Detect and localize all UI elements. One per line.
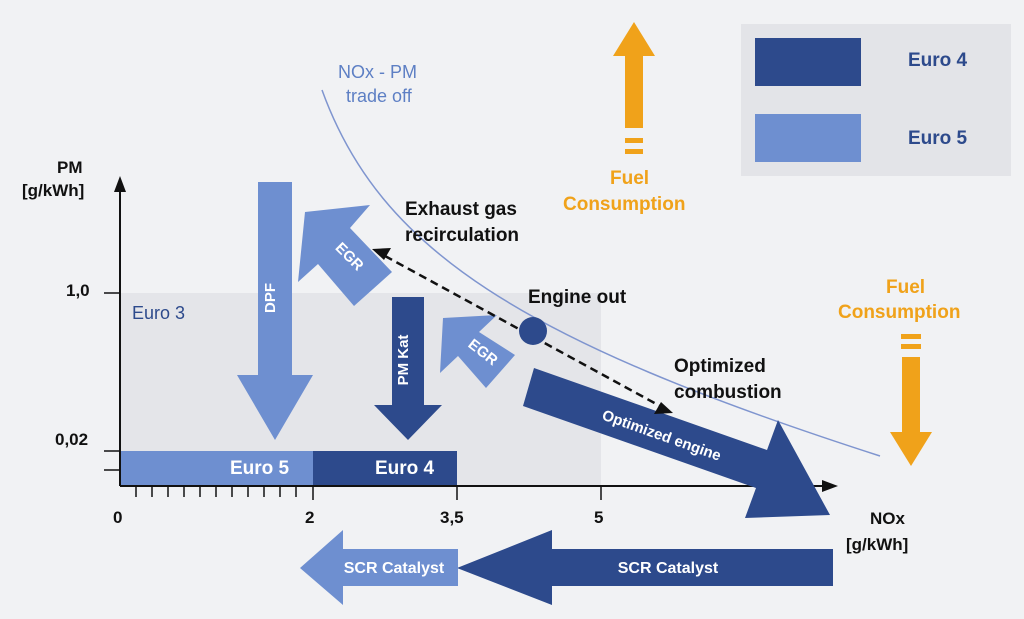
y-tick-label-1-0: 1,0	[66, 281, 90, 300]
euro5-bar-label: Euro 5	[230, 458, 290, 479]
axes	[119, 188, 826, 487]
tradeoff-label-line1: NOx - PM	[338, 62, 417, 82]
dpf-arrow-label: DPF	[262, 283, 279, 313]
x-tick-label-2: 2	[305, 508, 315, 527]
dpf-arrow	[237, 182, 313, 440]
fuel-right-label-line2: Consumption	[838, 302, 961, 323]
fuel-right-label-line1: Fuel	[886, 277, 926, 298]
optimized-engine-arrow	[523, 368, 830, 518]
y-axis-label-line1: PM	[57, 158, 83, 177]
euro4-bar	[313, 451, 457, 485]
scr-left-arrow-label: SCR Catalyst	[344, 560, 445, 577]
exhaust-gas-label-line1: Exhaust gas	[405, 199, 517, 220]
dashed-arrow-head-downright	[654, 402, 673, 414]
y-tick-label-0-02: 0,02	[55, 430, 89, 449]
optimized-combustion-label-line1: Optimized	[674, 356, 766, 377]
x-axis-label-line1: NOx	[870, 509, 905, 528]
pm-kat-arrow-label: PM Kat	[395, 335, 412, 386]
scr-left-arrow	[300, 530, 458, 605]
legend-swatch-euro4	[755, 38, 861, 86]
fuel-top-label-line2: Consumption	[563, 194, 686, 215]
fuel-top-label-line1: Fuel	[610, 168, 650, 189]
egr-upper-arrow	[298, 205, 392, 306]
legend-label-euro5: Euro 5	[908, 128, 968, 149]
exhaust-gas-label-line2: recirculation	[405, 225, 520, 246]
fuel-top-arrow	[613, 22, 655, 154]
tradeoff-label-line2: trade off	[346, 86, 412, 106]
engine-out-label: Engine out	[528, 287, 627, 308]
fuel-right-arrow	[890, 334, 932, 466]
legend-swatch-euro5	[755, 114, 861, 162]
legend-label-euro4: Euro 4	[908, 50, 968, 71]
x-tick-label-0: 0	[113, 508, 123, 527]
euro5-bar	[120, 451, 313, 485]
y-tick-marks	[104, 292, 120, 471]
x-tick-label-3-5: 3,5	[440, 508, 464, 527]
optimized-combustion-label-line2: combustion	[674, 382, 782, 403]
x-minor-ticks	[135, 486, 602, 500]
dashed-arrow-head-upleft	[372, 248, 391, 260]
scr-right-arrow	[457, 530, 833, 605]
egr-lower-arrow	[440, 315, 515, 388]
x-tick-label-5: 5	[594, 508, 604, 527]
euro4-bar-label: Euro 4	[375, 458, 435, 479]
euro3-label: Euro 3	[132, 303, 186, 323]
tradeoff-curve	[321, 89, 881, 457]
x-axis-arrowhead	[822, 480, 838, 492]
x-axis-label-line2: [g/kWh]	[846, 535, 909, 554]
scr-right-arrow-label: SCR Catalyst	[618, 560, 719, 577]
pm-kat-arrow	[374, 297, 442, 440]
y-axis-label-line2: [g/kWh]	[22, 181, 85, 200]
engine-out-point	[519, 317, 547, 345]
y-axis-arrowhead	[114, 176, 126, 192]
